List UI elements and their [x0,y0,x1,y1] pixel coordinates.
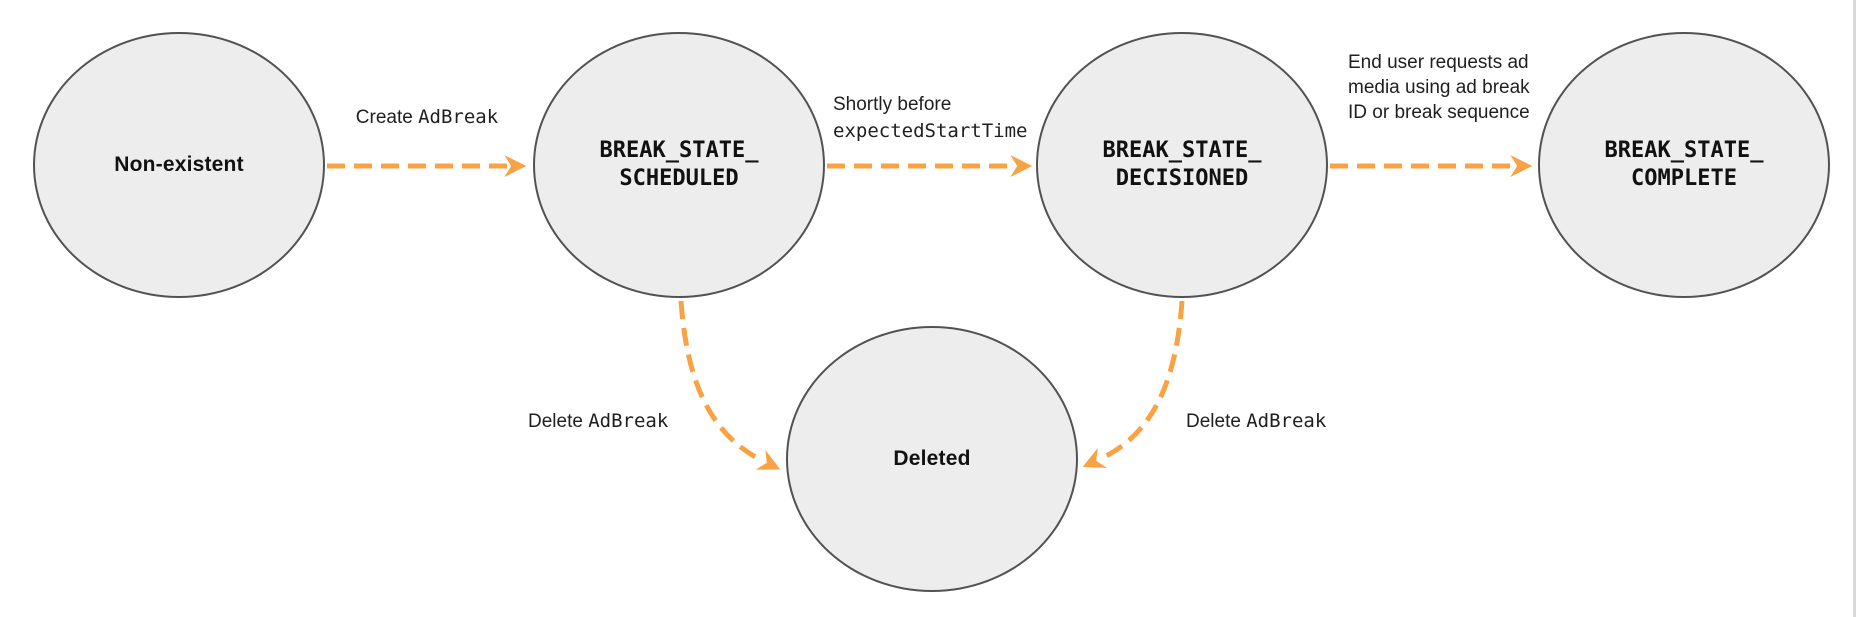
node-label: BREAK_STATE_ DECISIONED [1102,138,1262,191]
arrow-delete-from-scheduled [678,300,781,470]
edge-label-shortly-before: Shortly before expectedStartTime [833,92,1027,144]
edge-label-code: AdBreak [588,410,669,432]
node-label: Deleted [893,447,971,470]
edge-label-text: Create [355,107,419,128]
edge-label-create-adbreak: Create AdBreak [327,104,527,131]
node-non-existent: Non-existent [33,32,325,298]
node-label: BREAK_STATE_ SCHEDULED [599,138,759,191]
node-label: BREAK_STATE_ COMPLETE [1604,138,1764,191]
node-label: Non-existent [114,153,244,176]
edge-label-text: Delete [1186,411,1247,432]
edge-label-code: expectedStartTime [833,120,1028,142]
node-break-state-decisioned: BREAK_STATE_ DECISIONED [1036,32,1328,298]
node-break-state-complete: BREAK_STATE_ COMPLETE [1538,32,1830,298]
arrow-delete-from-decisioned [1082,300,1185,468]
edge-label-code: AdBreak [1246,410,1327,432]
node-break-state-scheduled: BREAK_STATE_ SCHEDULED [533,32,825,298]
edge-label-code: AdBreak [418,106,499,128]
edge-label-text: Shortly before [833,94,952,115]
node-deleted: Deleted [786,326,1078,592]
edge-label-text: End user requests ad media using ad brea… [1348,52,1530,123]
edge-label-end-user-requests: End user requests ad media using ad brea… [1348,50,1544,125]
edge-label-delete-adbreak-left: Delete AdBreak [528,408,668,435]
edge-label-text: Delete [528,411,589,432]
edge-label-delete-adbreak-right: Delete AdBreak [1186,408,1326,435]
frame-right-border [1853,0,1856,617]
